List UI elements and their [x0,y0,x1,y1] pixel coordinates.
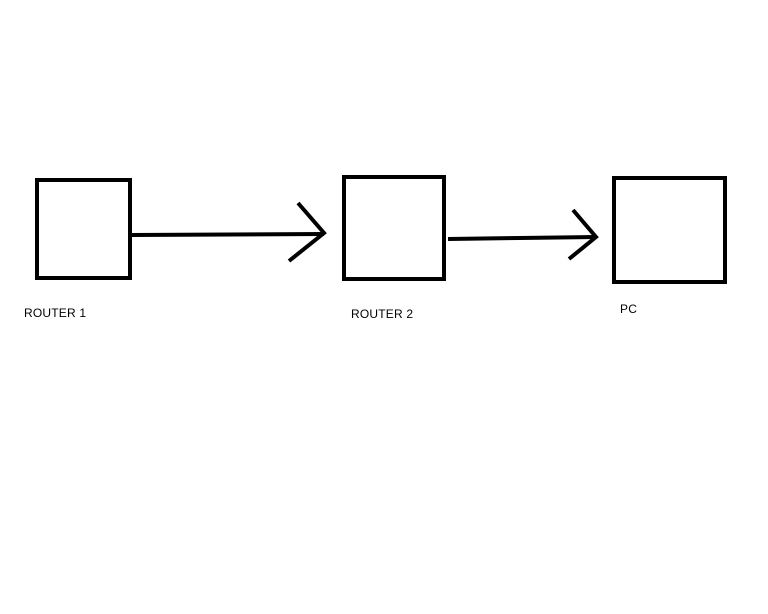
arrow-router2-to-pc [447,208,599,261]
pc-box [612,176,727,284]
router-1-label: ROUTER 1 [24,306,87,320]
router-2-label: ROUTER 2 [351,307,414,321]
arrow-router2-to-pc-head [567,208,599,261]
arrow-router1-to-router2-shaft [131,232,325,237]
arrow-router1-to-router2 [131,201,327,263]
pc-label: PC [620,302,638,316]
router-2-box [342,175,446,281]
router-1-box [35,178,132,280]
arrow-router2-to-pc-shaft [447,235,597,241]
arrow-router1-to-router2-head [287,201,327,263]
